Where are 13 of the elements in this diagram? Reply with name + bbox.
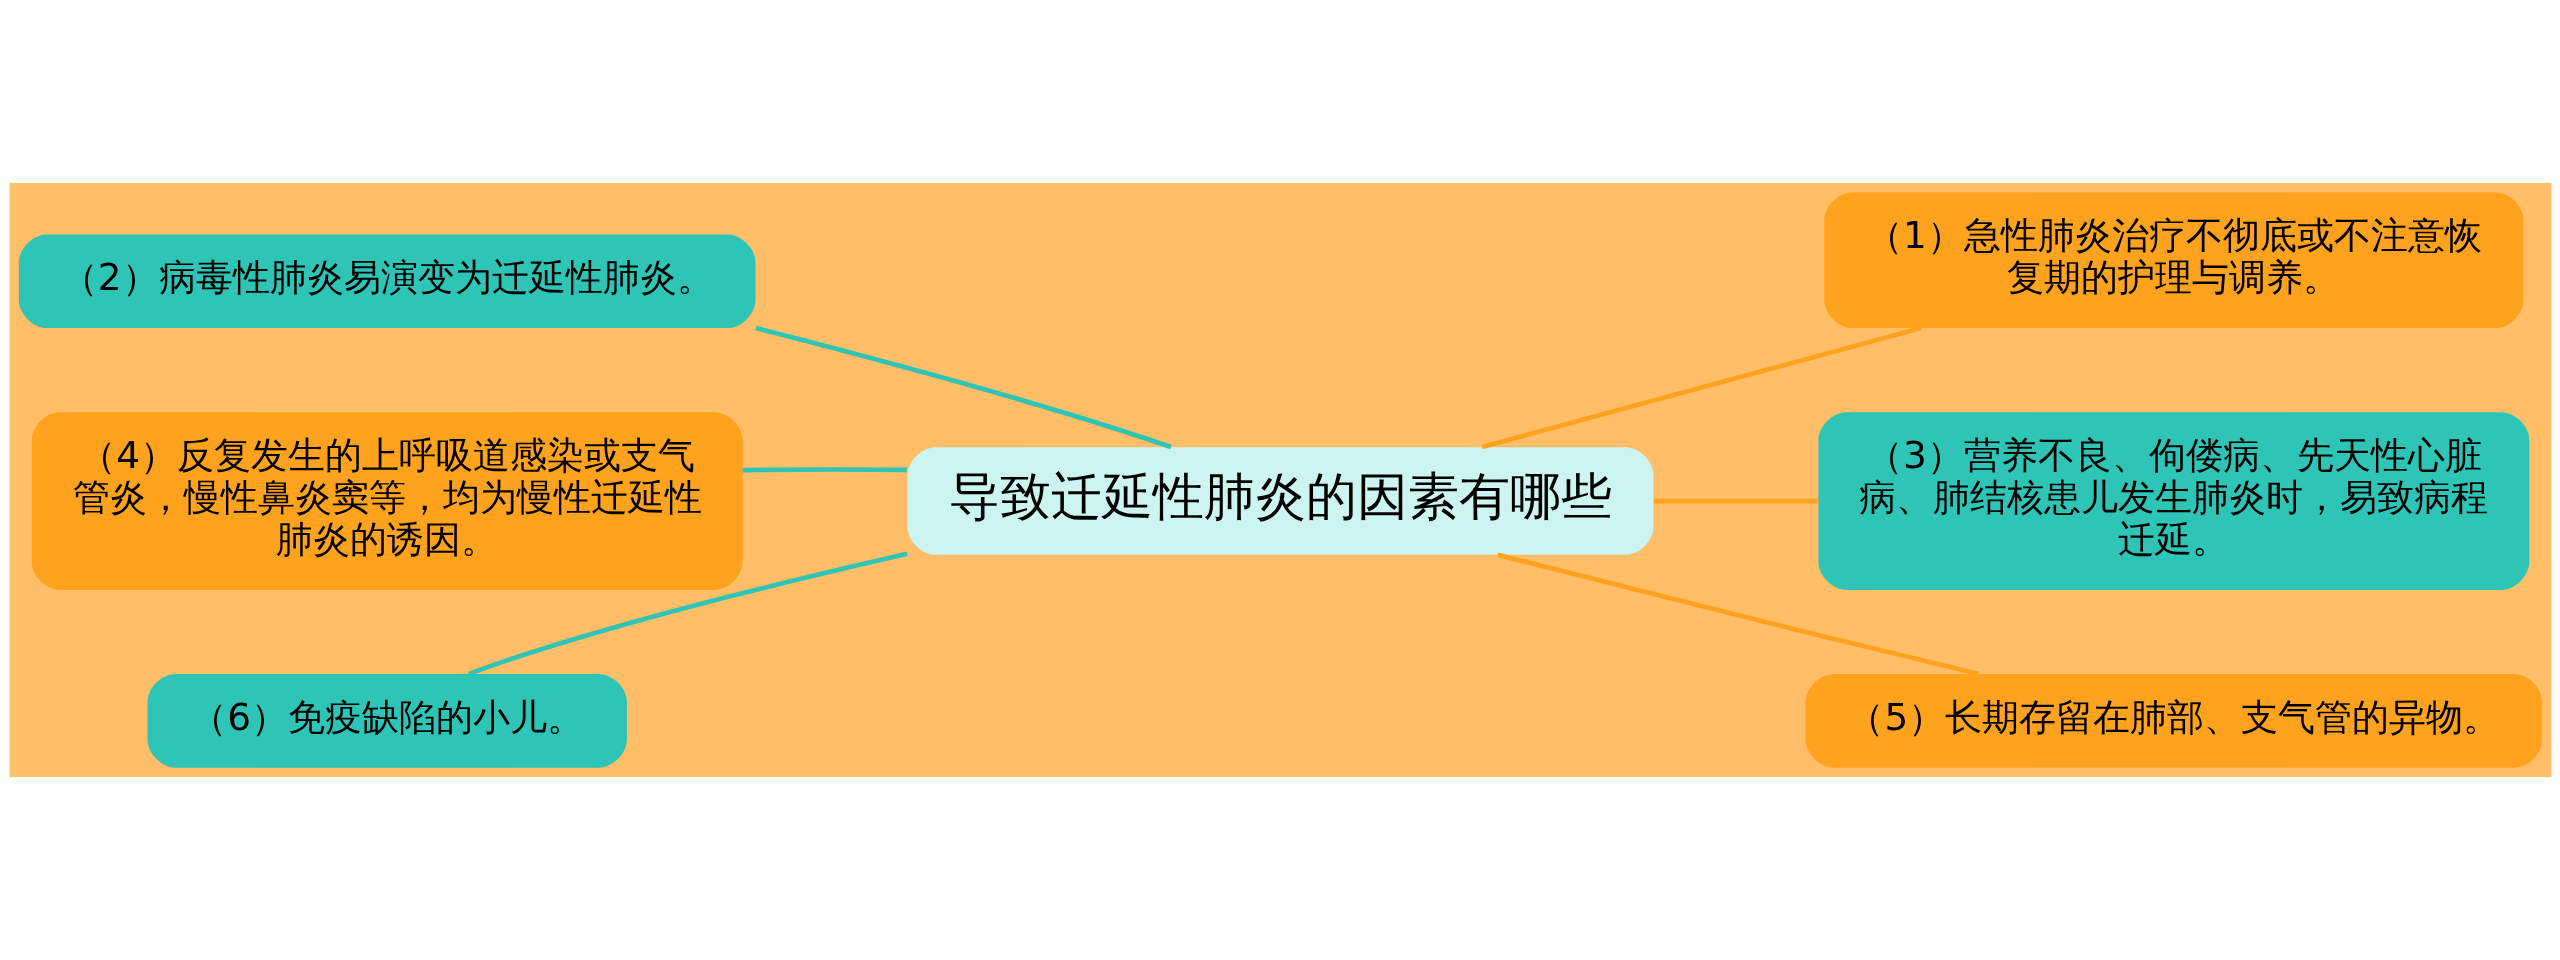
connector [1653, 498, 1818, 504]
node-box: 导致迁延性肺炎的因素有哪些 [907, 447, 1653, 555]
node-box: （4）反复发生的上呼吸道感染或支气管炎，慢性鼻炎窦等，均为慢性迁延性肺炎的诱因。 [31, 412, 743, 590]
connector [742, 467, 907, 473]
connector [1481, 325, 1922, 450]
connector [1496, 552, 1979, 677]
node-box: （5）长期存留在肺部、支气管的异物。 [1805, 674, 2542, 768]
node-box: （6）免疫缺陷的小儿。 [146, 674, 627, 768]
connector [467, 551, 908, 677]
node-box: （3）营养不良、佝偻病、先天性心脏病、肺结核患儿发生肺炎时，易致病程迁延。 [1817, 412, 2529, 590]
connector [754, 325, 1172, 450]
node-box: （1）急性肺炎治疗不彻底或不注意恢复期的护理与调养。 [1823, 192, 2523, 328]
node-box: （2）病毒性肺炎易演变为迁延性肺炎。 [18, 234, 755, 328]
